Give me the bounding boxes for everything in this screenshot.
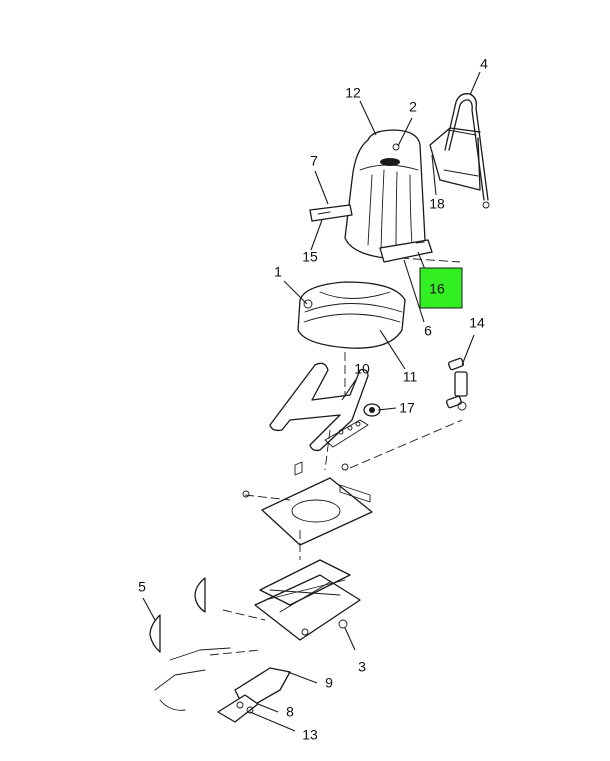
armrest-left-part <box>309 204 353 222</box>
callout-10: 10 <box>354 361 370 377</box>
callout-3: 3 <box>358 659 366 675</box>
seat-cushion-part <box>297 281 406 349</box>
mounting-plate-part <box>242 461 373 546</box>
callout-1: 1 <box>274 264 282 280</box>
callout-12: 12 <box>345 85 361 101</box>
callout-13: 13 <box>302 727 318 743</box>
callout-8: 8 <box>286 704 294 720</box>
callout-15: 15 <box>302 249 318 265</box>
handle-linkage-part <box>154 647 291 723</box>
side-cover-part <box>149 577 206 653</box>
suspension-base-part <box>254 559 361 641</box>
highlight-box <box>419 267 463 309</box>
callout-18: 18 <box>429 196 445 212</box>
callout-9: 9 <box>325 675 333 691</box>
callout-5: 5 <box>138 579 146 595</box>
callout-labels: 1 2 3 4 5 6 7 8 9 10 11 12 13 14 15 16 1… <box>138 56 488 743</box>
callout-14: 14 <box>469 315 485 331</box>
callout-11: 11 <box>403 369 418 385</box>
callout-7: 7 <box>310 153 318 169</box>
callout-2: 2 <box>409 99 417 115</box>
callout-16: 16 <box>429 281 445 297</box>
shock-absorber-part <box>445 357 468 411</box>
callout-17: 17 <box>399 400 415 416</box>
leader-lines <box>142 71 481 732</box>
callout-6: 6 <box>424 323 432 339</box>
back-frame-part <box>429 93 490 209</box>
seat-back-part <box>344 129 426 260</box>
seat-slide-part <box>269 362 381 452</box>
callout-4: 4 <box>480 56 488 72</box>
armrest-right-part <box>379 239 433 263</box>
